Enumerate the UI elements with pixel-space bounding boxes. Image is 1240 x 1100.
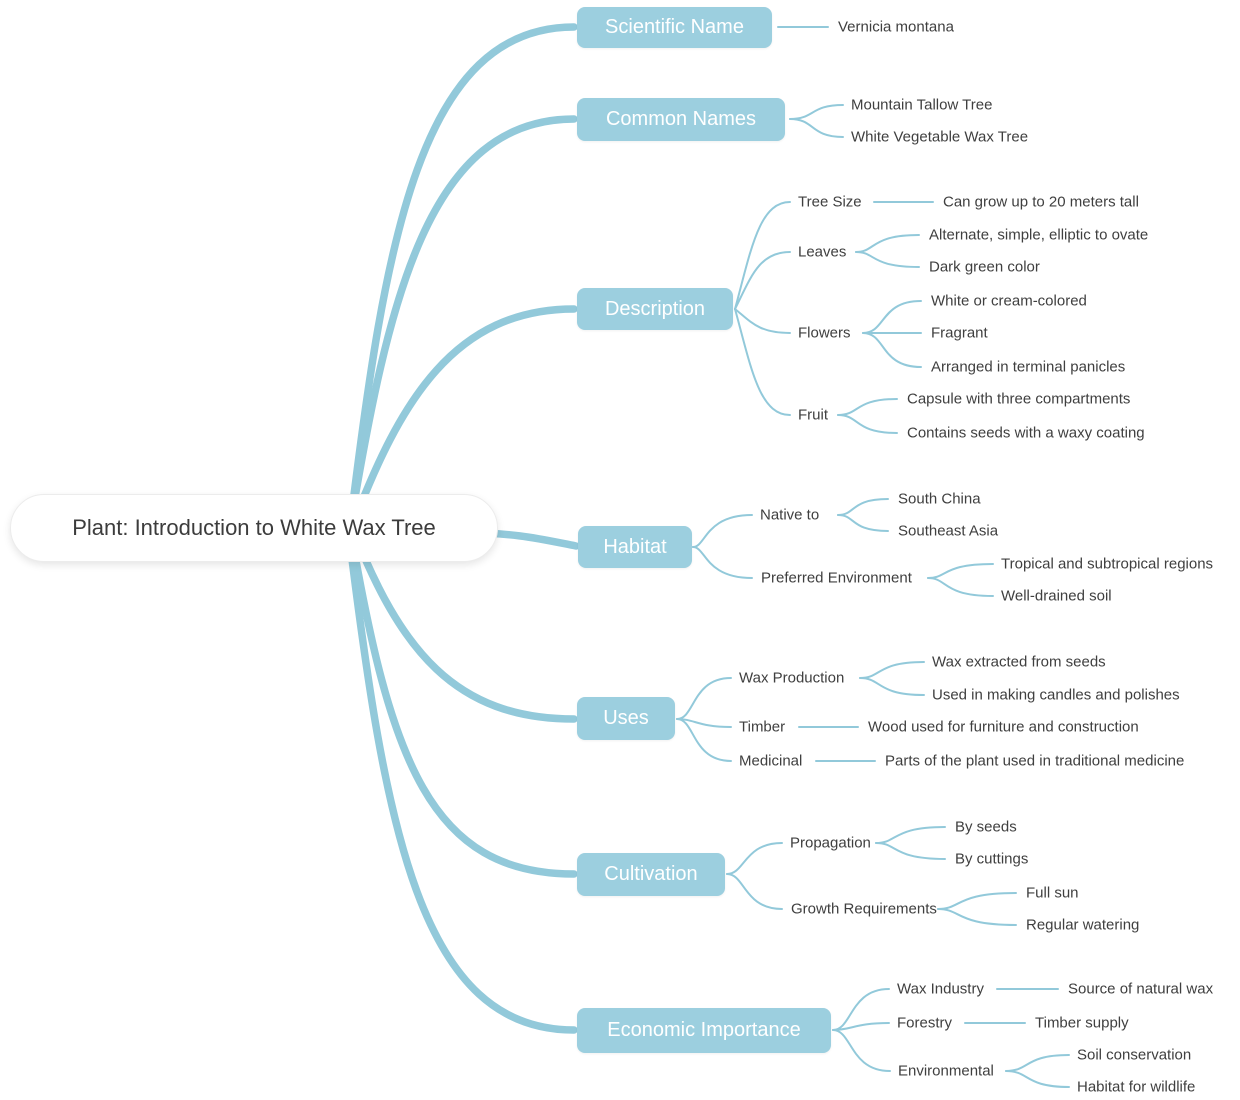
leaf-white-vegetable-wax-tree[interactable]: White Vegetable Wax Tree xyxy=(851,128,1029,146)
branch-uses[interactable]: Uses xyxy=(577,697,675,740)
root-node[interactable]: Plant: Introduction to White Wax Tree xyxy=(10,494,498,562)
leaf-white-or-cream[interactable]: White or cream-colored xyxy=(931,292,1087,310)
leaf-by-cuttings[interactable]: By cuttings xyxy=(955,850,1029,868)
leaf-source-natural-wax[interactable]: Source of natural wax xyxy=(1068,980,1214,998)
sub-propagation[interactable]: Propagation xyxy=(790,834,871,852)
sub-preferred-environment[interactable]: Preferred Environment xyxy=(761,569,912,587)
sub-timber[interactable]: Timber xyxy=(739,718,786,736)
sub-native-to[interactable]: Native to xyxy=(760,506,820,524)
sub-leaves[interactable]: Leaves xyxy=(798,243,847,261)
branch-habitat[interactable]: Habitat xyxy=(578,526,692,568)
sub-tree-size[interactable]: Tree Size xyxy=(798,193,862,211)
leaf-full-sun[interactable]: Full sun xyxy=(1026,884,1079,902)
level1-connectors xyxy=(344,23,580,1034)
sub-flowers[interactable]: Flowers xyxy=(798,324,851,342)
branch-common-names[interactable]: Common Names xyxy=(577,98,785,141)
branch-cultivation[interactable]: Cultivation xyxy=(577,853,725,896)
leaf-soil-conservation[interactable]: Soil conservation xyxy=(1077,1046,1192,1064)
level2-connectors xyxy=(676,26,1070,1088)
leaf-traditional-medicine[interactable]: Parts of the plant used in traditional m… xyxy=(885,752,1185,770)
leaf-well-drained-soil[interactable]: Well-drained soil xyxy=(1001,587,1112,605)
branch-description[interactable]: Description xyxy=(577,288,733,330)
leaf-terminal-panicles[interactable]: Arranged in terminal panicles xyxy=(931,358,1126,376)
sub-wax-production[interactable]: Wax Production xyxy=(739,669,845,687)
leaf-vernicia-montana[interactable]: Vernicia montana xyxy=(838,18,954,36)
branch-economic-importance[interactable]: Economic Importance xyxy=(577,1008,831,1053)
sub-medicinal[interactable]: Medicinal xyxy=(739,752,803,770)
branch-scientific-name[interactable]: Scientific Name xyxy=(577,7,772,48)
leaf-mountain-tallow-tree[interactable]: Mountain Tallow Tree xyxy=(851,96,993,114)
sub-wax-industry[interactable]: Wax Industry xyxy=(897,980,984,998)
leaf-timber-supply[interactable]: Timber supply xyxy=(1035,1014,1129,1032)
leaf-habitat-for-wildlife[interactable]: Habitat for wildlife xyxy=(1077,1078,1196,1096)
leaf-regular-watering[interactable]: Regular watering xyxy=(1026,916,1140,934)
leaf-southeast-asia[interactable]: Southeast Asia xyxy=(898,522,999,540)
leaf-alternate-simple[interactable]: Alternate, simple, elliptic to ovate xyxy=(929,226,1149,244)
leaf-seeds-waxy-coating[interactable]: Contains seeds with a waxy coating xyxy=(907,424,1145,442)
sub-forestry[interactable]: Forestry xyxy=(897,1014,953,1032)
sub-growth-requirements[interactable]: Growth Requirements xyxy=(791,900,937,918)
leaf-by-seeds[interactable]: By seeds xyxy=(955,818,1017,836)
leaf-dark-green-color[interactable]: Dark green color xyxy=(929,258,1040,276)
leaf-can-grow-20-meters[interactable]: Can grow up to 20 meters tall xyxy=(943,193,1139,211)
leaf-wax-extracted-seeds[interactable]: Wax extracted from seeds xyxy=(932,653,1106,671)
leaf-tropical-subtropical[interactable]: Tropical and subtropical regions xyxy=(1001,555,1214,573)
leaf-capsule-three-compartments[interactable]: Capsule with three compartments xyxy=(907,390,1131,408)
sub-environmental[interactable]: Environmental xyxy=(898,1062,994,1080)
leaf-south-china[interactable]: South China xyxy=(898,490,981,508)
leaf-wood-furniture-construction[interactable]: Wood used for furniture and construction xyxy=(868,718,1139,736)
leaf-fragrant[interactable]: Fragrant xyxy=(931,324,988,342)
leaf-candles-polishes[interactable]: Used in making candles and polishes xyxy=(932,686,1180,704)
sub-fruit[interactable]: Fruit xyxy=(798,406,828,424)
